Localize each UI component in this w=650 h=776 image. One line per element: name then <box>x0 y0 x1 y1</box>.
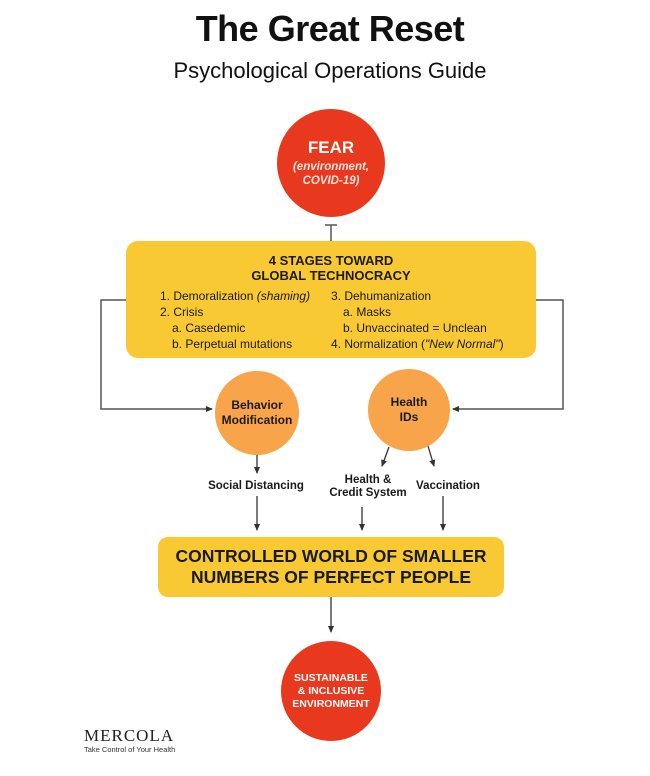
behavior-line1: Behavior <box>231 398 283 412</box>
social-distancing-label: Social Distancing <box>208 480 304 492</box>
outcome-line2: NUMBERS OF PERFECT PEOPLE <box>190 567 471 587</box>
stage-item: 2. Crisis <box>160 305 204 319</box>
stages-heading: 4 STAGES TOWARD GLOBAL TECHNOCRACY <box>126 253 536 283</box>
stages-to-behavior-connector <box>100 299 213 412</box>
outcome-line1: CONTROLLED WORLD OF SMALLER <box>175 546 487 566</box>
health-credit-line2: Credit System <box>329 487 407 499</box>
diagram-subtitle: Psychological Operations Guide <box>173 58 487 83</box>
stage-subitem: b. Unvaccinated = Unclean <box>343 321 487 335</box>
fear-to-stages-connector <box>325 224 337 241</box>
final-line3: ENVIRONMENT <box>292 697 370 710</box>
final-line1: SUSTAINABLE <box>294 671 368 684</box>
fear-node: FEAR (environment, COVID-19) <box>277 109 385 217</box>
outcome-box: CONTROLLED WORLD OF SMALLER NUMBERS OF P… <box>158 537 504 597</box>
final-environment-node: SUSTAINABLE & INCLUSIVE ENVIRONMENT <box>281 641 381 741</box>
mercola-logo: MERCOLA Take Control of Your Health <box>84 726 176 755</box>
stages-box: 4 STAGES TOWARD GLOBAL TECHNOCRACY 1. De… <box>126 241 536 358</box>
health-ids-node: Health IDs <box>368 369 450 451</box>
health-credit-line1: Health & <box>344 474 392 486</box>
final-line2: & INCLUSIVE <box>297 684 365 697</box>
fear-detail-line1: (environment, <box>292 161 370 173</box>
healthids-line2: IDs <box>399 410 419 424</box>
stages-left-column: 1. Demoralization (shaming) 2. Crisis a.… <box>160 288 310 352</box>
stage-subitem: b. Perpetual mutations <box>172 337 293 351</box>
fear-detail-line2: COVID-19) <box>302 175 360 187</box>
diagram-title: The Great Reset <box>195 8 465 49</box>
stage-item: 4. Normalization ("New Normal") <box>331 337 504 351</box>
stage-subitem: a. Masks <box>343 305 392 319</box>
stage-item: 1. Demoralization (shaming) <box>160 289 311 303</box>
logo-tagline: Take Control of Your Health <box>84 745 176 754</box>
fear-title: FEAR <box>307 138 355 157</box>
behavior-line2: Modification <box>221 413 293 427</box>
stage-item: 3. Dehumanization <box>331 289 432 303</box>
health-credit-label: Health & Credit System <box>320 474 416 500</box>
healthids-to-vaccination-arrow <box>427 445 436 467</box>
behavior-modification-node: Behavior Modification <box>215 371 299 455</box>
stages-right-column: 3. Dehumanization a. Masks b. Unvaccinat… <box>331 288 504 352</box>
vaccination-label: Vaccination <box>416 480 480 492</box>
logo-brand: MERCOLA <box>84 726 175 745</box>
stages-heading-line2: GLOBAL TECHNOCRACY <box>251 268 411 283</box>
stages-to-healthids-connector <box>452 299 564 412</box>
healthids-to-credit-arrow <box>381 446 390 467</box>
healthids-line1: Health <box>390 395 428 409</box>
stages-heading-line1: 4 STAGES TOWARD <box>268 253 394 268</box>
stage-subitem: a. Casedemic <box>172 321 246 335</box>
